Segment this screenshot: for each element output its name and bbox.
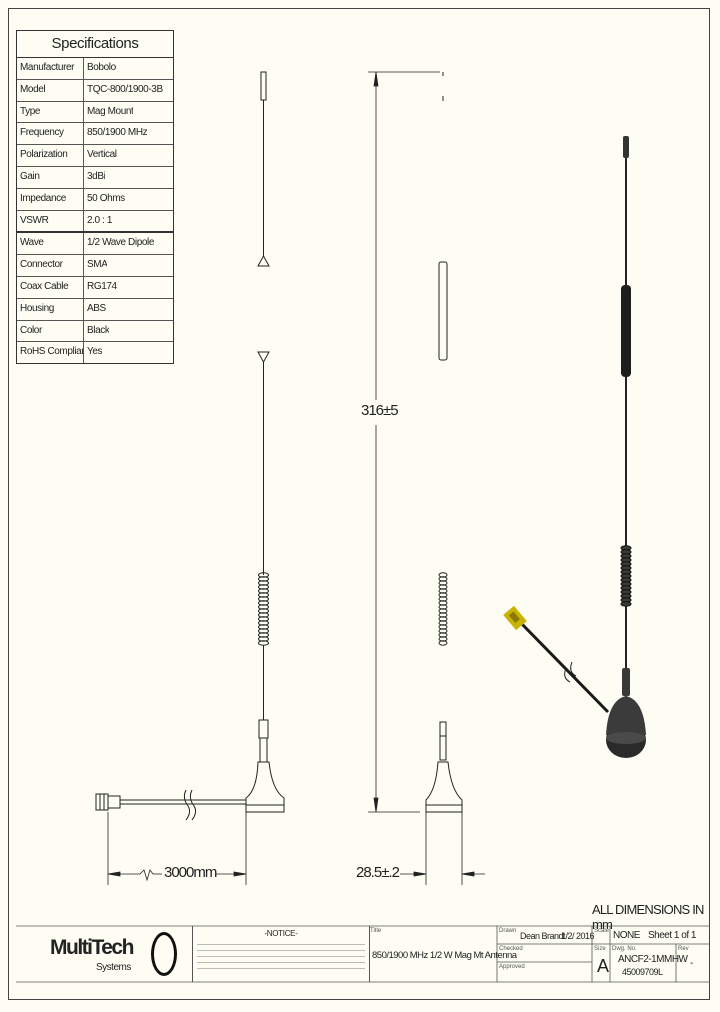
spec-key: VSWR: [17, 210, 84, 232]
front-view-antenna: [95, 71, 285, 821]
base-diameter-label: 28.5±.2: [356, 864, 400, 881]
approved-label: Approved: [499, 964, 525, 970]
sheet-value: Sheet 1 of 1: [648, 930, 696, 941]
height-dimension: [368, 71, 440, 813]
checked-label: Checked: [499, 946, 523, 952]
spec-value: 3dBi: [87, 170, 106, 182]
spec-key: Polarization: [17, 145, 84, 166]
size-label: Size: [594, 946, 606, 952]
spec-key: Manufacturer: [17, 58, 84, 79]
cable-length-label: 3000mm: [164, 864, 217, 881]
spec-value: 1/2 Wave Dipole: [87, 237, 154, 249]
rev-value: -: [690, 958, 693, 969]
spec-value: TQC-800/1900-3B: [87, 83, 163, 95]
spec-key: Model: [17, 79, 84, 101]
scale-value: NONE: [613, 930, 640, 941]
spec-key: Frequency: [17, 123, 84, 145]
spec-value: Black: [87, 324, 110, 336]
spec-value: ABS: [87, 302, 106, 314]
company-name: MultiTech: [50, 936, 134, 959]
spec-key: Wave: [17, 233, 84, 255]
spec-key: Impedance: [17, 188, 84, 210]
spec-value: RG174: [87, 280, 117, 292]
side-view-antenna: [425, 72, 463, 813]
coil-turn: [438, 640, 448, 646]
spec-key: Housing: [17, 298, 84, 320]
spec-value: Yes: [87, 346, 103, 358]
spec-value: Bobolo: [87, 62, 116, 73]
drawn-label: Drawn: [499, 928, 517, 934]
spec-value: Vertical: [87, 149, 117, 161]
isometric-antenna-render: [503, 136, 646, 758]
notice-box: -NOTICE-: [192, 926, 370, 982]
notice-fine-print: [197, 942, 365, 972]
title-label: Title: [370, 928, 382, 934]
drawn-date: 1/2/ 2016: [561, 931, 595, 941]
spec-value: SMA: [87, 259, 108, 271]
spec-key: Type: [17, 101, 84, 123]
notice-title: -NOTICE-: [264, 929, 298, 938]
drawn-value: Dean Brandt: [520, 931, 566, 941]
spec-value: 2.0 : 1: [87, 214, 112, 226]
spec-key: Coax Cable: [17, 276, 84, 298]
base-diameter-dimension: [400, 812, 485, 885]
dwg-value: ANCF2-1MMHW: [618, 954, 688, 965]
coil-turn: [620, 601, 632, 607]
spec-value: Mag Mount: [87, 105, 134, 117]
spec-key: Gain: [17, 166, 84, 188]
spec-key: Connector: [17, 255, 84, 276]
dwg-label: Dwg. No.: [612, 946, 637, 952]
company-logo: MultiTech Systems: [20, 930, 190, 982]
size-value: A: [597, 956, 609, 976]
scale-label: Scale: [594, 928, 610, 934]
logo-ring-icon: [151, 932, 177, 976]
spec-value: 850/1900 MHz: [87, 127, 148, 139]
company-subtitle: Systems: [96, 962, 131, 973]
cable-length-dimension: [107, 812, 247, 885]
specifications-title: Specifications: [17, 31, 173, 58]
spec-key: RoHS Compliant: [17, 342, 84, 364]
height-dimension-label: 316±5: [361, 402, 399, 419]
spec-value: 50 Ohms: [87, 192, 125, 204]
rev-label: Rev: [678, 946, 689, 952]
dwg-sub-value: 45009709L: [622, 967, 663, 977]
title-value: 850/1900 MHz 1/2 W Mag Mt Antenna: [372, 950, 517, 961]
units-note: ALL DIMENSIONS IN mm: [592, 902, 704, 932]
sheet-border: [8, 8, 710, 1000]
title-block-grid: [16, 925, 710, 983]
spec-key: Color: [17, 320, 84, 342]
